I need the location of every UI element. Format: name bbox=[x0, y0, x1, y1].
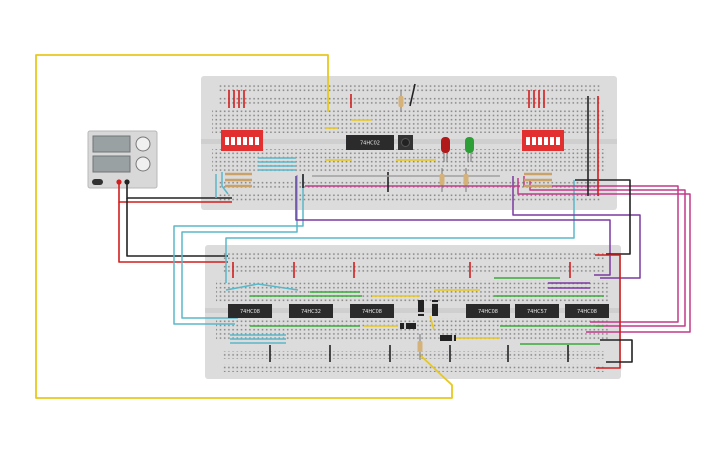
chip-bottom-2: 74HC32 bbox=[289, 304, 333, 318]
display-bottom bbox=[92, 155, 131, 173]
chip-bottom-1: 74HC08 bbox=[228, 304, 272, 318]
chip-label: 74HC08 bbox=[240, 309, 260, 315]
chip-bottom-4: 74HC08 bbox=[466, 304, 510, 318]
bottom-breadboard bbox=[205, 245, 621, 379]
signal-jumpers bbox=[250, 119, 604, 345]
chip-top-74hc02: 74HC02 bbox=[346, 135, 394, 150]
dip-switch-right[interactable] bbox=[522, 130, 564, 151]
resistor-bottom bbox=[417, 334, 423, 360]
resistor-top bbox=[398, 90, 404, 112]
chip-label: 74HC08 bbox=[478, 309, 498, 315]
chip-bottom-5: 74HC57 bbox=[515, 304, 559, 318]
cyan-wires bbox=[173, 157, 575, 344]
resistors-left bbox=[225, 172, 252, 188]
yellow-long-wire bbox=[35, 54, 453, 399]
led-red bbox=[441, 137, 450, 162]
diodes bbox=[400, 300, 456, 341]
supply-wires bbox=[118, 182, 232, 263]
chip-label: 74HC57 bbox=[527, 309, 547, 315]
chip-label: 74HC32 bbox=[301, 309, 321, 315]
led-resistors bbox=[439, 168, 469, 192]
power-supply bbox=[87, 130, 158, 189]
chip-bottom-6: 74HC08 bbox=[565, 304, 609, 318]
chip-bottom-3: 74HC08 bbox=[350, 304, 394, 318]
dip-switch-left[interactable] bbox=[221, 130, 263, 151]
purple-wires bbox=[295, 176, 641, 289]
rail-jumpers bbox=[228, 83, 599, 362]
chip-label: 74HC02 bbox=[360, 141, 380, 147]
side-wires bbox=[575, 179, 633, 369]
chip-label: 74HC08 bbox=[362, 309, 382, 315]
chip-label: 74HC08 bbox=[577, 309, 597, 315]
resistors-right bbox=[524, 172, 552, 188]
current-knob[interactable] bbox=[135, 156, 151, 172]
led-green bbox=[465, 137, 474, 162]
voltage-knob[interactable] bbox=[135, 136, 151, 152]
push-button[interactable] bbox=[398, 135, 413, 150]
power-switch[interactable] bbox=[92, 179, 103, 185]
display-top bbox=[92, 135, 131, 153]
